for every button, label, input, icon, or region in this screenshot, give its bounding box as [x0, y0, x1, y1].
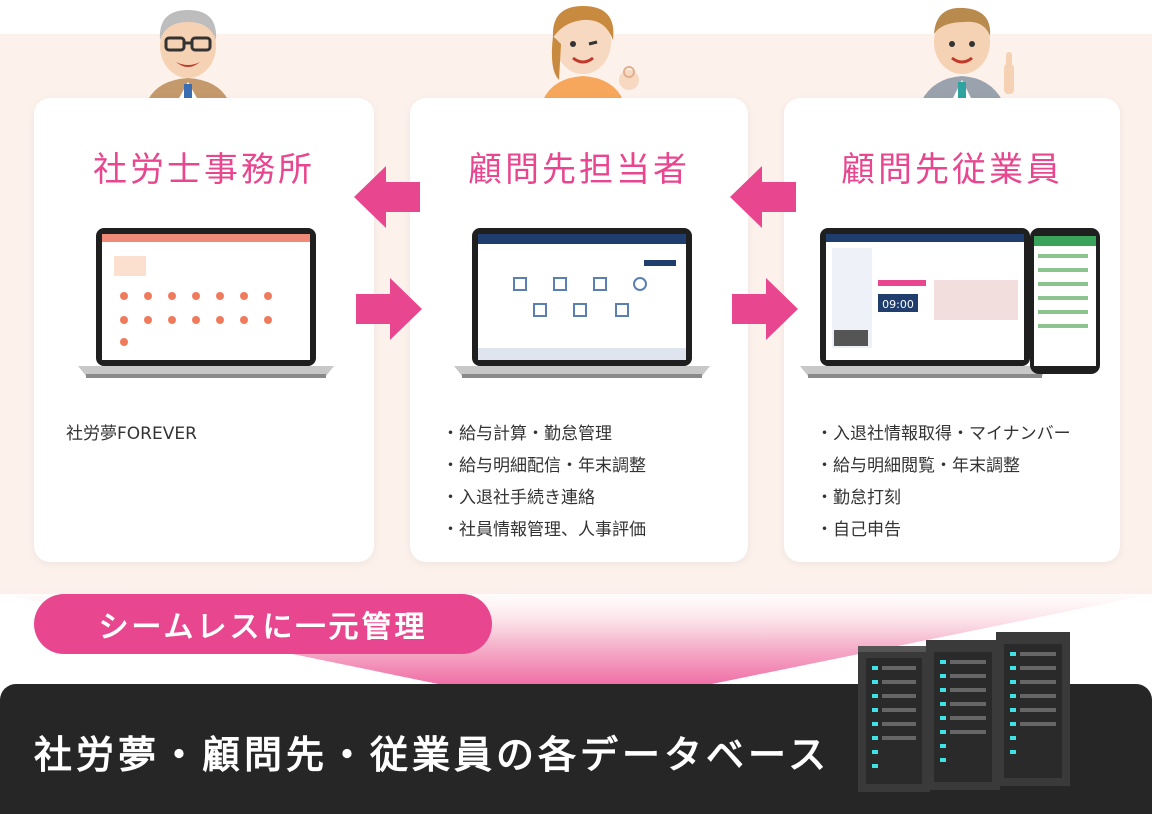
database-title: 社労夢・顧問先・従業員の各データベース: [34, 733, 831, 777]
arrow-left-icon: [730, 166, 796, 228]
card-sharoushi-office: 社労士事務所 社労夢FOREVER: [34, 98, 374, 562]
card-client-employee: 顧問先従業員 09:00 入退社情報取得・マイナンバー 給与明細閲覧・年末調整 …: [784, 98, 1120, 562]
card-title: 顧問先従業員: [841, 150, 1063, 190]
arrow-right-icon: [356, 278, 422, 340]
card-title: 社労士事務所: [93, 150, 315, 190]
card-description: 社労夢FOREVER: [66, 418, 197, 450]
laptop-screen: [78, 228, 334, 378]
clock-time: 09:00: [882, 298, 914, 311]
list-item: 給与明細配信・年末調整: [442, 450, 646, 482]
list-item: 入退社情報取得・マイナンバー: [816, 418, 1071, 450]
card-description: 給与計算・勤怠管理 給与明細配信・年末調整 入退社手続き連絡 社員情報管理、人事…: [442, 418, 646, 546]
seamless-management-badge: シームレスに一元管理: [34, 594, 492, 654]
server-rack-icon: [858, 632, 1070, 792]
list-item: 社員情報管理、人事評価: [442, 514, 646, 546]
woman-ok-avatar: [543, 6, 639, 100]
list-item: 給与明細閲覧・年末調整: [816, 450, 1071, 482]
smartphone-screen: [1030, 228, 1100, 374]
card-title: 顧問先担当者: [468, 150, 690, 190]
laptop-screen: [454, 228, 710, 378]
list-item: 給与計算・勤怠管理: [442, 418, 646, 450]
elderly-man-avatar: [148, 10, 228, 100]
list-item: 社労夢FOREVER: [66, 424, 197, 444]
list-item: 自己申告: [816, 514, 1071, 546]
laptop-screen: 09:00: [800, 228, 1050, 378]
list-item: 勤怠打刻: [816, 482, 1071, 514]
arrow-left-icon: [354, 166, 420, 228]
arrow-right-icon: [732, 278, 798, 340]
list-item: 入退社手続き連絡: [442, 482, 646, 514]
card-client-staff: 顧問先担当者 給与計算・勤怠管理 給与明細配信・年末調整 入退社手続き連絡 社員…: [410, 98, 748, 562]
man-pointing-avatar: [922, 7, 1014, 100]
card-description: 入退社情報取得・マイナンバー 給与明細閲覧・年末調整 勤怠打刻 自己申告: [816, 418, 1071, 546]
